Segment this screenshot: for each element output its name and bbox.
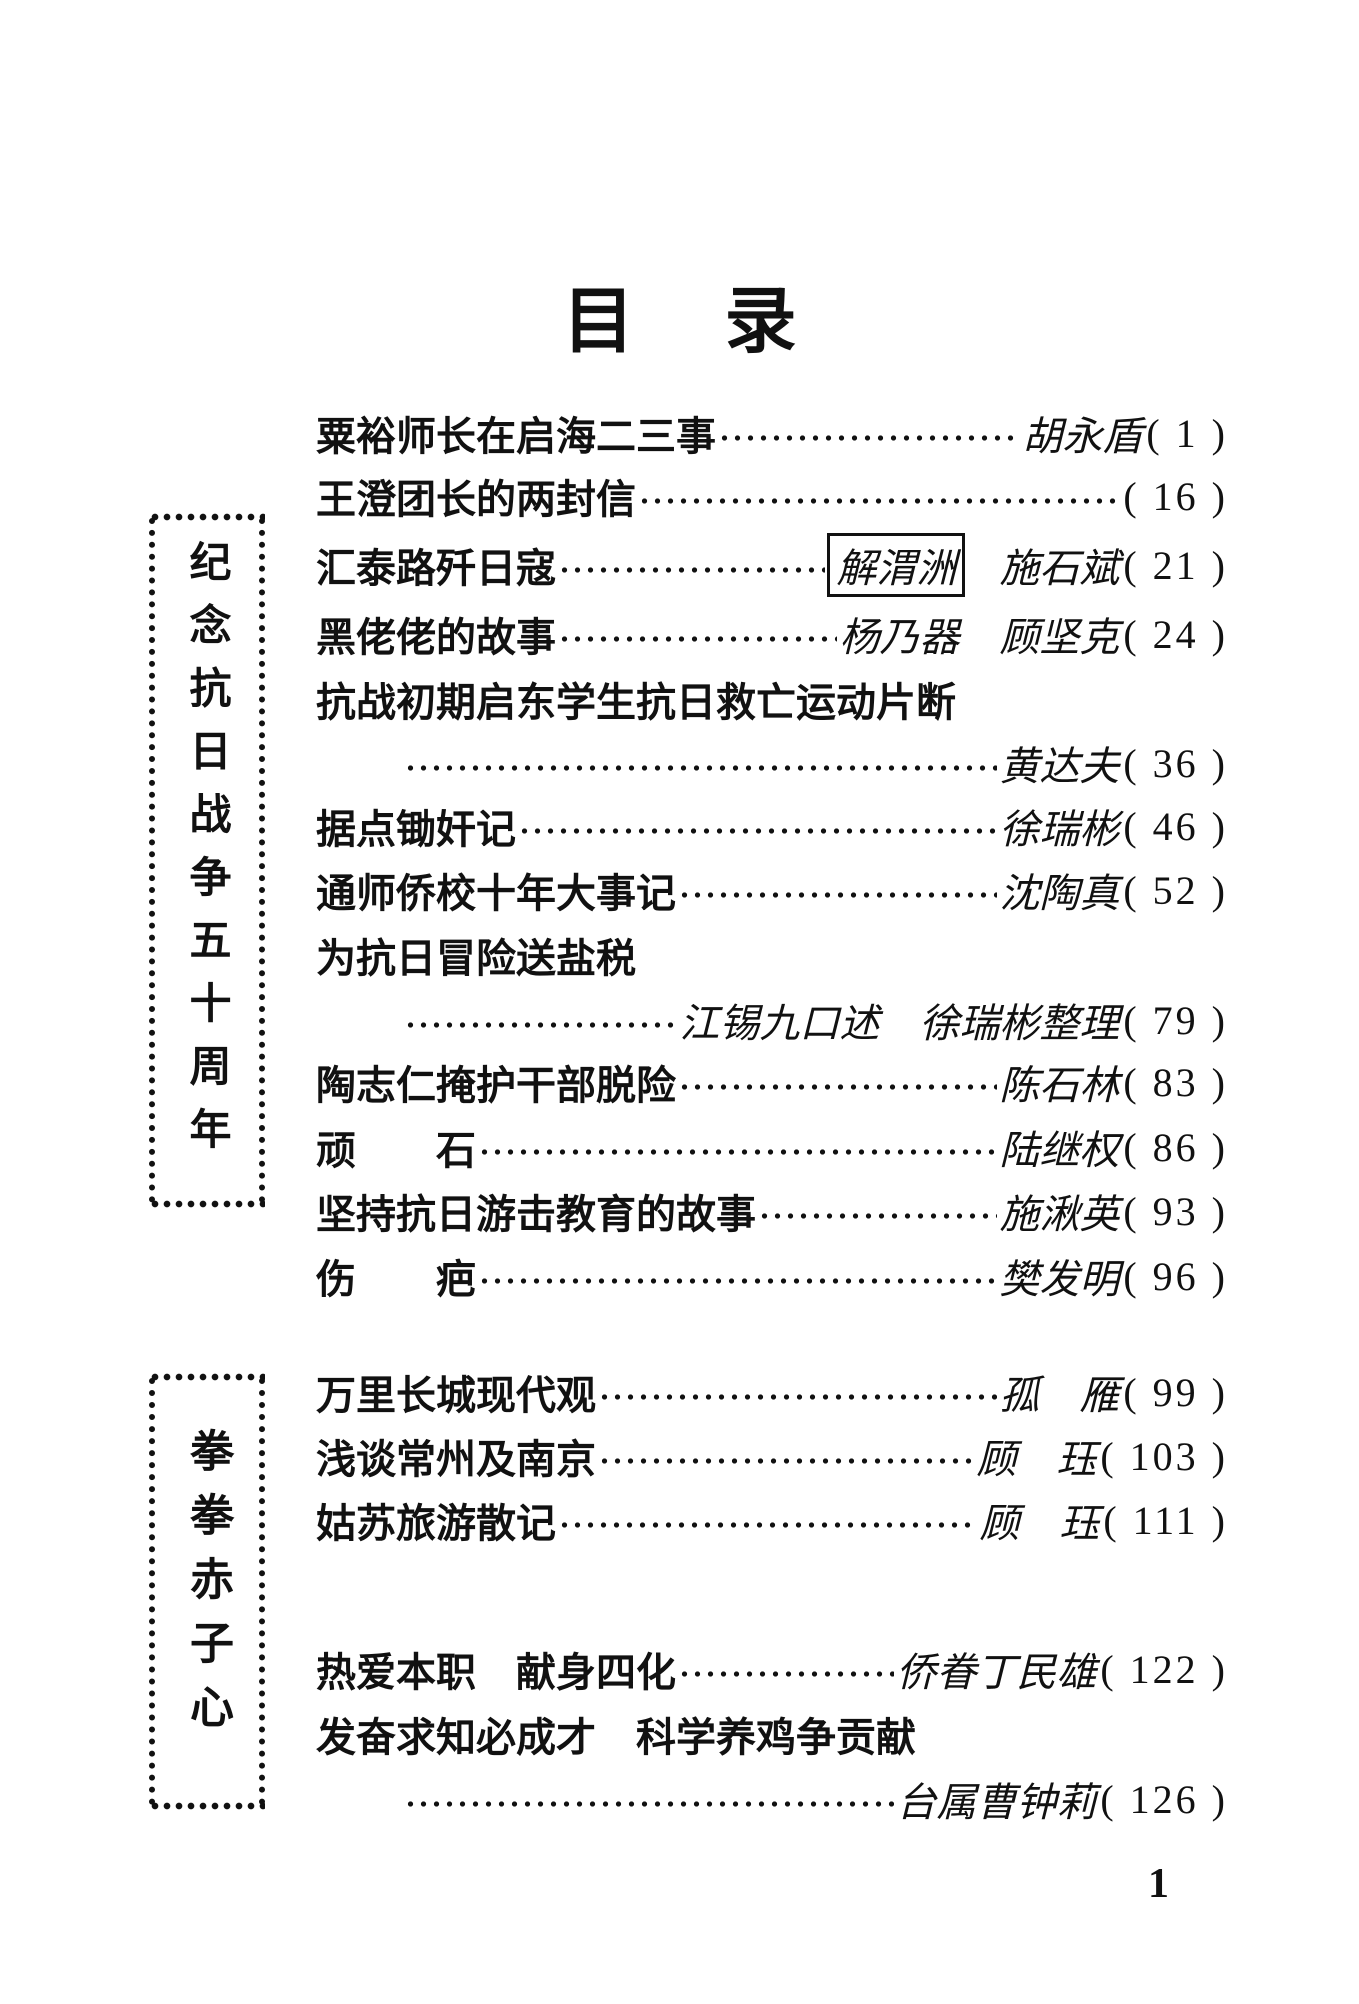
entry-author: 台属曹钟莉 bbox=[896, 1780, 1097, 1826]
entry-author: 陆继权 bbox=[999, 1128, 1120, 1174]
toc-entry[interactable]: 通师侨校十年大事记 沈陶真( 52 ) bbox=[316, 862, 1228, 918]
toc-entry[interactable]: 万里长城现代观 孤 雁( 99 ) bbox=[316, 1364, 1228, 1420]
toc-entry-continuation[interactable]: 台属曹钟莉( 126 ) bbox=[316, 1771, 1228, 1827]
entry-author: 孤 雁 bbox=[999, 1373, 1120, 1419]
toc-entry-continuation[interactable]: 黄达夫( 36 ) bbox=[316, 735, 1228, 791]
entry-author: 樊发明 bbox=[999, 1257, 1120, 1303]
toc-entry[interactable]: 热爱本职 献身四化 侨眷丁民雄( 122 ) bbox=[316, 1641, 1228, 1697]
entry-page: ( 21 ) bbox=[1123, 542, 1228, 588]
entry-title: 通师侨校十年大事记 bbox=[316, 871, 676, 917]
entry-author: 杨乃器 顾坚克 bbox=[839, 615, 1120, 661]
entry-page: ( 126 ) bbox=[1100, 1776, 1228, 1822]
entry-author: 施湫英 bbox=[999, 1192, 1120, 1238]
entry-title: 坚持抗日游击教育的故事 bbox=[316, 1192, 756, 1238]
dot-leader bbox=[678, 1083, 998, 1091]
toc-entry[interactable]: 顽 石 陆继权( 86 ) bbox=[316, 1119, 1228, 1175]
toc-entry[interactable]: 为抗日冒险送盐税 bbox=[316, 927, 1228, 983]
dot-leader bbox=[598, 1393, 998, 1401]
section-label-box: 拳拳赤子心 bbox=[149, 1372, 265, 1811]
entry-author: 沈陶真 bbox=[999, 871, 1120, 917]
page-number: 1 bbox=[1148, 1861, 1169, 1907]
entry-title: 伤 疤 bbox=[316, 1257, 476, 1303]
entry-author: 顾 珏 bbox=[979, 1501, 1100, 1547]
entry-page: ( 122 ) bbox=[1100, 1646, 1228, 1692]
toc-entry[interactable]: 伤 疤 樊发明( 96 ) bbox=[316, 1248, 1228, 1304]
entry-title: 陶志仁掩护干部脱险 bbox=[316, 1063, 676, 1109]
dot-leader bbox=[518, 827, 998, 835]
dot-leader bbox=[404, 764, 998, 772]
entry-page: ( 46 ) bbox=[1123, 803, 1228, 849]
entry-page: ( 83 ) bbox=[1123, 1059, 1228, 1105]
entry-title: 为抗日冒险送盐税 bbox=[316, 936, 636, 982]
entry-title: 姑苏旅游散记 bbox=[316, 1501, 556, 1547]
entry-boxed-author: 解渭洲 bbox=[827, 533, 966, 597]
toc-entry[interactable]: 汇泰路歼日寇 解渭洲施石斌( 21 ) bbox=[316, 533, 1228, 597]
dot-leader bbox=[558, 635, 838, 643]
dot-leader bbox=[638, 497, 1118, 505]
entry-author: 施石斌 bbox=[999, 546, 1120, 592]
entry-page: ( 93 ) bbox=[1123, 1188, 1228, 1234]
toc-entry[interactable]: 坚持抗日游击教育的故事 施湫英( 93 ) bbox=[316, 1183, 1228, 1239]
entry-page: ( 24 ) bbox=[1123, 611, 1228, 657]
dot-leader bbox=[598, 1457, 975, 1465]
entry-title: 汇泰路歼日寇 bbox=[316, 546, 556, 592]
entry-page: ( 36 ) bbox=[1123, 740, 1228, 786]
toc-entry[interactable]: 陶志仁掩护干部脱险 陈石林( 83 ) bbox=[316, 1054, 1228, 1110]
dot-leader bbox=[404, 1800, 895, 1808]
toc-entry[interactable]: 据点锄奸记 徐瑞彬( 46 ) bbox=[316, 798, 1228, 854]
dot-leader bbox=[718, 434, 1021, 442]
entry-author: 徐瑞彬 bbox=[999, 807, 1120, 853]
dot-leader bbox=[678, 1670, 895, 1678]
dot-leader bbox=[478, 1148, 998, 1156]
dot-leader bbox=[478, 1277, 998, 1285]
entry-author: 侨眷丁民雄 bbox=[896, 1650, 1097, 1696]
toc-entry[interactable]: 发奋求知必成才 科学养鸡争贡献 bbox=[316, 1706, 1228, 1762]
section-label: 拳拳赤子心 bbox=[182, 1428, 233, 1748]
entry-title: 黑佬佬的故事 bbox=[316, 615, 556, 661]
entry-title: 王澄团长的两封信 bbox=[316, 477, 636, 523]
entry-title: 万里长城现代观 bbox=[316, 1373, 596, 1419]
entry-page: ( 16 ) bbox=[1123, 473, 1228, 519]
entry-author: 黄达夫 bbox=[999, 744, 1120, 790]
entry-page: ( 52 ) bbox=[1123, 867, 1228, 913]
entry-title: 粟裕师长在启海二三事 bbox=[316, 414, 716, 460]
entry-page: ( 96 ) bbox=[1123, 1253, 1228, 1299]
entry-page: ( 1 ) bbox=[1146, 410, 1228, 456]
entry-title: 发奋求知必成才 科学养鸡争贡献 bbox=[316, 1715, 916, 1761]
section-label: 纪念抗日战争五十周年 bbox=[183, 540, 232, 1170]
entry-title: 据点锄奸记 bbox=[316, 807, 516, 853]
entry-author: 陈石林 bbox=[999, 1063, 1120, 1109]
entry-title: 顽 石 bbox=[316, 1128, 476, 1174]
entry-page: ( 79 ) bbox=[1123, 997, 1228, 1043]
toc-entry[interactable]: 粟裕师长在启海二三事 胡永盾( 1 ) bbox=[316, 405, 1228, 461]
dot-leader bbox=[678, 891, 998, 899]
entry-author: 江锡九口述 徐瑞彬整理 bbox=[679, 1001, 1120, 1047]
dot-leader bbox=[558, 566, 826, 574]
entry-page: ( 103 ) bbox=[1100, 1433, 1228, 1479]
entry-page: ( 111 ) bbox=[1103, 1497, 1228, 1543]
entry-title: 浅谈常州及南京 bbox=[316, 1437, 596, 1483]
entry-title: 抗战初期启东学生抗日救亡运动片断 bbox=[316, 680, 956, 726]
dot-leader bbox=[404, 1021, 678, 1029]
section-label-box: 纪念抗日战争五十周年 bbox=[149, 512, 265, 1209]
dot-leader bbox=[558, 1521, 978, 1529]
toc-entry[interactable]: 王澄团长的两封信 ( 16 ) bbox=[316, 468, 1228, 524]
page-title: 目录 bbox=[562, 279, 887, 363]
toc-entry[interactable]: 抗战初期启东学生抗日救亡运动片断 bbox=[316, 671, 1228, 727]
entry-author: 胡永盾 bbox=[1022, 414, 1143, 460]
dot-leader bbox=[758, 1212, 998, 1220]
entry-title: 热爱本职 献身四化 bbox=[316, 1650, 676, 1696]
toc-entry[interactable]: 姑苏旅游散记 顾 珏( 111 ) bbox=[316, 1492, 1228, 1548]
entry-author: 顾 珏 bbox=[976, 1437, 1097, 1483]
toc-entry[interactable]: 浅谈常州及南京 顾 珏( 103 ) bbox=[316, 1428, 1228, 1484]
entry-page: ( 99 ) bbox=[1123, 1369, 1228, 1415]
toc-entry[interactable]: 黑佬佬的故事 杨乃器 顾坚克( 24 ) bbox=[316, 606, 1228, 662]
entry-page: ( 86 ) bbox=[1123, 1124, 1228, 1170]
toc-entry-continuation[interactable]: 江锡九口述 徐瑞彬整理( 79 ) bbox=[316, 992, 1228, 1048]
